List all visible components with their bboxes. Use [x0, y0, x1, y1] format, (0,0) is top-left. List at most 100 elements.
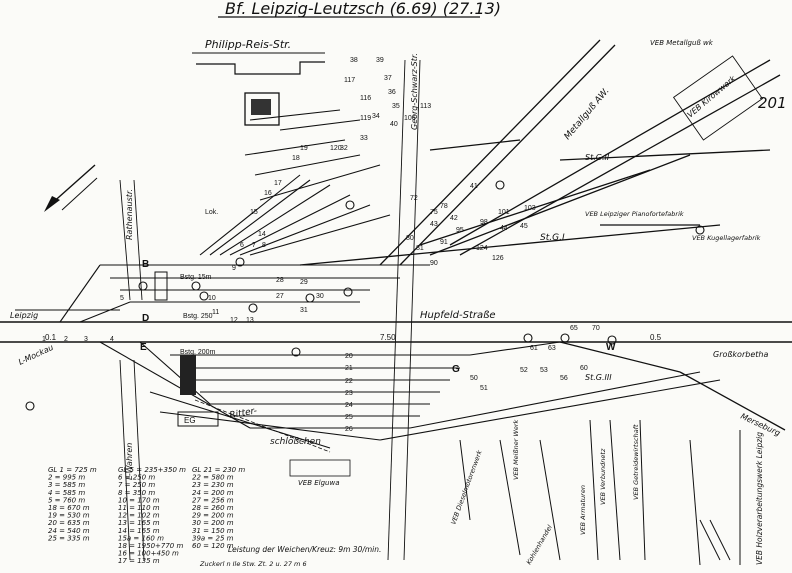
direction-leipzig: Leipzig: [10, 311, 38, 320]
track-number: 11: [212, 309, 219, 316]
track-number: 13: [246, 317, 254, 324]
track-number: 32: [340, 145, 348, 152]
table-column-3: GL 21 = 230 m22 = 580 m23 = 230 m24 = 20…: [192, 466, 245, 550]
plant-holzverarbeitung: VEB Holzverarbeitungswerk Leipzig: [755, 432, 764, 565]
track-number: 21: [345, 365, 353, 372]
track-number: 23: [345, 390, 353, 397]
platform-label-3: Bstg. 200m: [180, 349, 216, 356]
table-entry: 13 = 165 m: [118, 519, 160, 527]
track-number: 7: [252, 242, 256, 249]
direction-metallguss: Metallguß AW.: [563, 86, 612, 142]
track-number: 17: [274, 180, 282, 187]
track-number: 78: [440, 203, 448, 210]
track-number: 106: [404, 115, 416, 122]
track-number: 124: [476, 245, 488, 252]
table-column-2: GL 5 = 235+350 m6 = 250 m7 = 250 m8 = 35…: [118, 466, 186, 565]
track-number: 15: [250, 209, 258, 216]
street-l-wahren-lower: L-Wahren: [125, 443, 134, 480]
table-entry: 60 = 120 m: [192, 542, 234, 550]
km-marker-3: 0.5: [650, 333, 662, 342]
table-entry: 3 = 585 m: [48, 481, 85, 489]
table-entry: 23 = 230 m: [192, 481, 234, 489]
track-number: 91: [440, 239, 448, 246]
table-entry: 20 = 635 m: [48, 519, 90, 527]
plant-verbundnetz: VEB Verbundnetz: [599, 448, 607, 505]
track-number: 65: [570, 325, 578, 332]
track-number: 113: [420, 103, 431, 110]
table-entry: 30 = 200 m: [192, 519, 234, 527]
table-entry: 14 = 165 m: [118, 527, 160, 535]
table-entry: 6 = 250 m: [118, 474, 155, 482]
track-number: 5: [120, 295, 124, 302]
depot-building: [244, 92, 280, 126]
platform-label-1: Bstg. 15m: [180, 274, 212, 281]
plant-pianofortefabrik: VEB Leipziger Pianofortefabrik: [585, 210, 684, 218]
plant-elguwa: VEB Elguwa: [298, 479, 340, 487]
track-number: 18: [292, 155, 300, 162]
table-entry: 4 = 585 m: [48, 489, 85, 497]
kirowwerk-outline: [672, 55, 764, 141]
km-marker-2: 7.50: [380, 333, 396, 342]
track-number: 14: [258, 231, 266, 238]
track-number: 3: [84, 336, 88, 343]
table-entry: 19 = 530 m: [48, 512, 90, 520]
track-number: 8: [262, 242, 266, 249]
track-number: 6: [240, 242, 244, 249]
track-number: 75: [430, 209, 438, 216]
track-number: 43: [430, 221, 438, 228]
track-number: 38: [350, 57, 358, 64]
track-number: 20: [345, 353, 353, 360]
table-entry: 39a = 25 m: [192, 534, 234, 542]
track-number: 34: [372, 113, 380, 120]
track-number: 22: [345, 378, 353, 385]
platform-shelter: [154, 271, 168, 301]
track-number: 119: [360, 115, 371, 122]
station-building: [180, 355, 196, 395]
street-ritter: Ritter-: [229, 406, 258, 421]
table-note-1: Leistung der Weichen/Kreuz: 9m 30/min.: [228, 545, 381, 554]
track-number: 26: [345, 426, 353, 433]
track-number: 80: [406, 235, 414, 242]
track-number: 39: [376, 57, 384, 64]
track-number: 50: [470, 375, 478, 382]
track-number: 53: [540, 367, 548, 374]
table-entry: 10 = 170 m: [118, 496, 160, 504]
track-number: 45: [520, 223, 528, 230]
track-number: 19: [300, 145, 308, 152]
eg-building: [177, 411, 219, 427]
track-number: 12: [230, 317, 238, 324]
signal-markers: [25, 180, 705, 411]
track-number: 103: [524, 205, 536, 212]
track-number: 51: [480, 385, 488, 392]
direction-grosskorbetha: Großkorbetha: [713, 350, 768, 359]
table-entry: 2 = 995 m: [48, 474, 85, 482]
lok-label: Lok.: [205, 209, 218, 216]
track-number: 35: [392, 103, 400, 110]
block-letter-e: E: [140, 342, 147, 353]
plant-armaturen: VEB Armaturen: [579, 485, 587, 535]
plant-meissner: VEB Meißner Werk: [512, 419, 520, 480]
sheet-number: 201: [758, 94, 787, 112]
platform-label-2: Bstg. 250: [183, 313, 213, 320]
signal-stg3: St.G.III: [585, 373, 612, 382]
table-entry: 18 = 670 m: [48, 504, 90, 512]
track-number: 24: [345, 402, 353, 409]
lower-yard-tracks: [99, 341, 721, 449]
track-number: 56: [560, 375, 568, 382]
table-entry: GL 1 = 725 m: [48, 466, 97, 474]
block-letter-w: W: [606, 342, 616, 353]
track-number: 44: [500, 225, 508, 232]
table-entry: GL 5 = 235+350 m: [118, 466, 186, 474]
track-number: 41: [470, 183, 478, 190]
signal-stg2: St.G.II: [585, 153, 610, 162]
table-entry: 31 = 150 m: [192, 527, 234, 535]
signal-stg1: St.G.I: [540, 233, 565, 243]
track-number: 101: [498, 209, 510, 216]
track-number: 25: [345, 414, 353, 421]
bottom-spurs: [459, 419, 741, 566]
track-number: 90: [430, 260, 438, 267]
northeast-branch: [299, 39, 781, 266]
track-number: 63: [548, 345, 556, 352]
block-letter-g: G: [452, 364, 460, 375]
